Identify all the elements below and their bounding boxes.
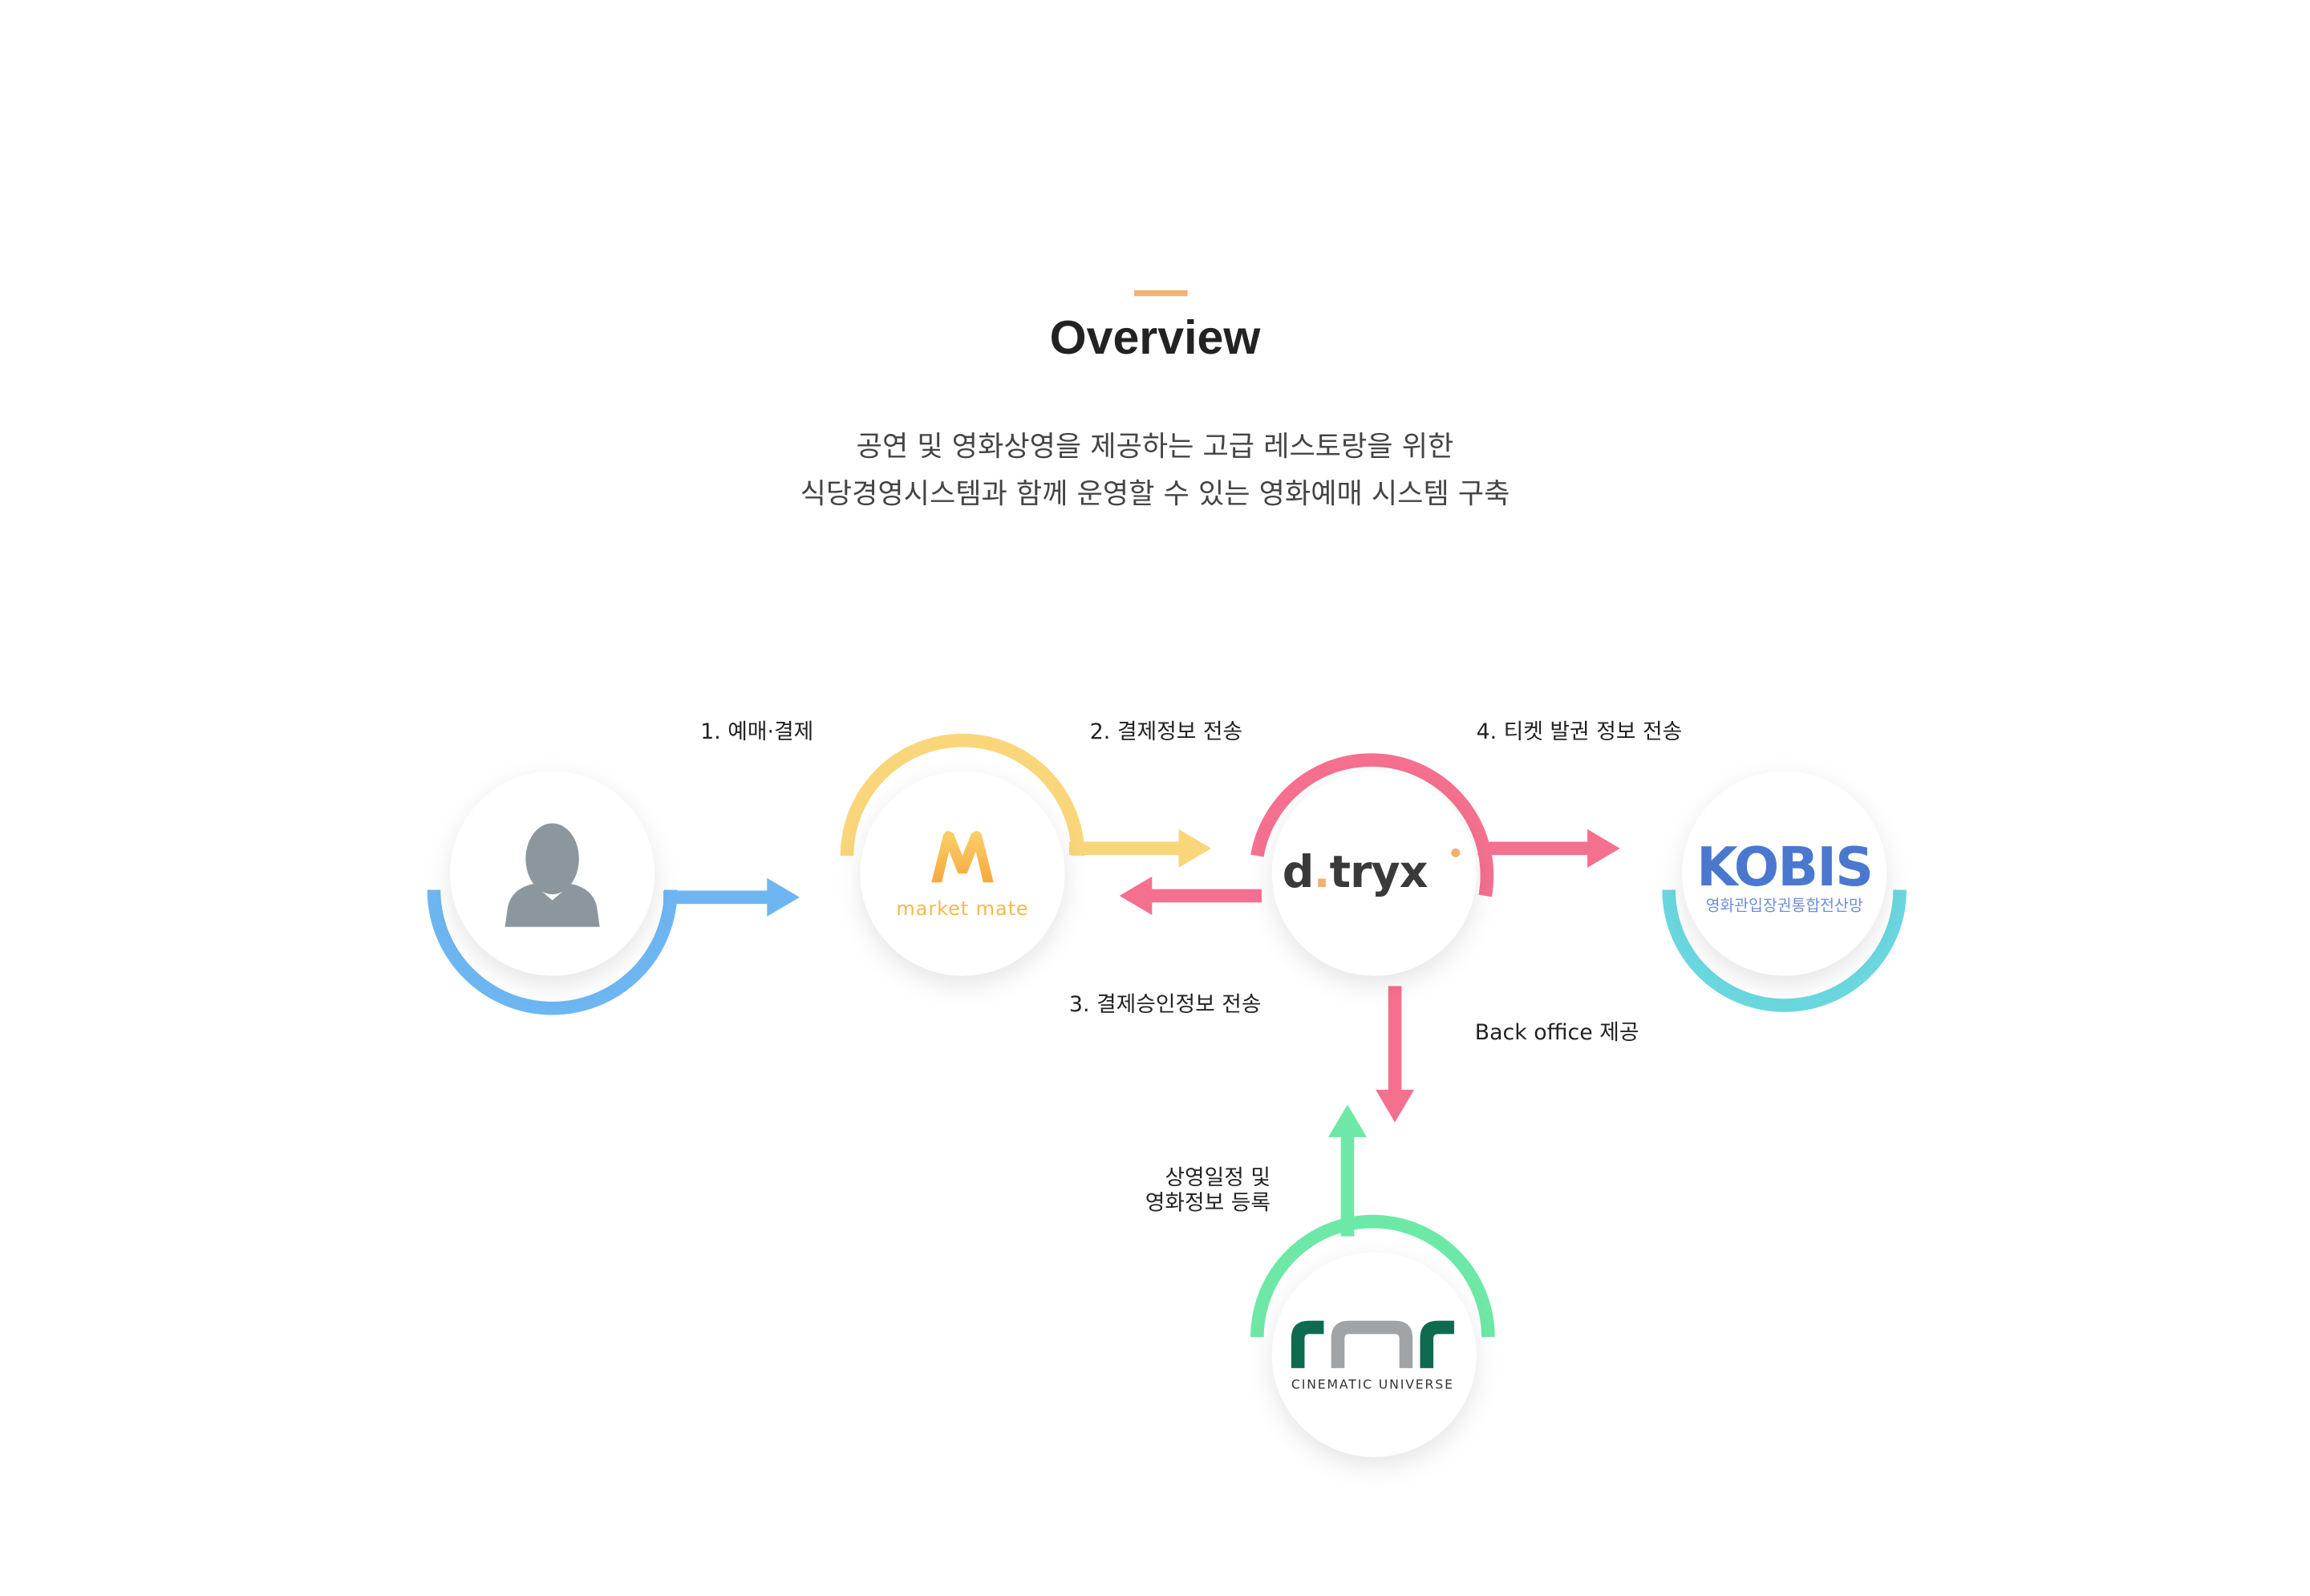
arrow-dtryx-back-office xyxy=(1376,986,1415,1123)
user-ring-arc xyxy=(427,889,678,1015)
marketmate-logo-text: market mate xyxy=(896,897,1028,920)
rnr-node xyxy=(1271,1252,1477,1457)
kobis-logo: KOBIS 영화관입장권통합전산망 xyxy=(1696,836,1874,914)
arrow-dtryx-to-kobis xyxy=(1477,828,1620,868)
description-line-2: 식당경영시스템과 함께 운영할 수 있는 영화예매 시스템 구축 xyxy=(800,478,1510,511)
rnr-ring-arc xyxy=(1250,1214,1495,1338)
kobis-ring-arc xyxy=(1662,889,1907,1012)
rnr-logo-subtext: CINEMATIC UNIVERSE xyxy=(1291,1377,1454,1392)
user-silhouette-icon xyxy=(505,823,600,927)
kobis-logo-subtext: 영화관입장권통합전산망 xyxy=(1706,896,1863,914)
kobis-node xyxy=(1682,771,1887,976)
arrow-user-to-marketmate xyxy=(663,877,800,917)
flow-label-schedule-line-1: 상영일정 및 xyxy=(1165,1166,1271,1191)
marketmate-ring-arc xyxy=(840,733,1085,857)
description-line-1: 공연 및 영화상영을 제공하는 고급 레스토랑을 위한 xyxy=(856,431,1454,464)
flow-label-back-office: Back office 제공 xyxy=(1474,1021,1639,1046)
dtryx-logo: d.tryx xyxy=(1283,847,1461,898)
flow-label-ticket-issue: 4. 티켓 발권 정보 전송 xyxy=(1476,721,1683,745)
arrow-dtryx-to-marketmate xyxy=(1119,876,1262,915)
kobis-logo-text: KOBIS xyxy=(1696,836,1872,898)
page-title: Overview xyxy=(1049,310,1261,365)
title-accent-bar xyxy=(1134,290,1188,297)
flow-label-payment-info: 2. 결제정보 전송 xyxy=(1089,721,1243,745)
flow-label-booking-payment: 1. 예매·결제 xyxy=(700,721,814,745)
arrow-marketmate-to-dtryx xyxy=(1068,828,1212,868)
dtryx-ring-arc xyxy=(1250,753,1494,897)
dtryx-node xyxy=(1271,771,1477,976)
flow-label-schedule-line-2: 영화정보 등록 xyxy=(1145,1192,1271,1216)
flow-label-payment-approval: 3. 결제승인정보 전송 xyxy=(1068,993,1262,1018)
arrow-rnr-to-dtryx xyxy=(1328,1104,1368,1237)
rnr-logo: CINEMATIC UNIVERSE xyxy=(1291,1320,1454,1392)
svg-text:d.tryx: d.tryx xyxy=(1283,847,1428,898)
marketmate-logo: market mate xyxy=(896,831,1028,920)
